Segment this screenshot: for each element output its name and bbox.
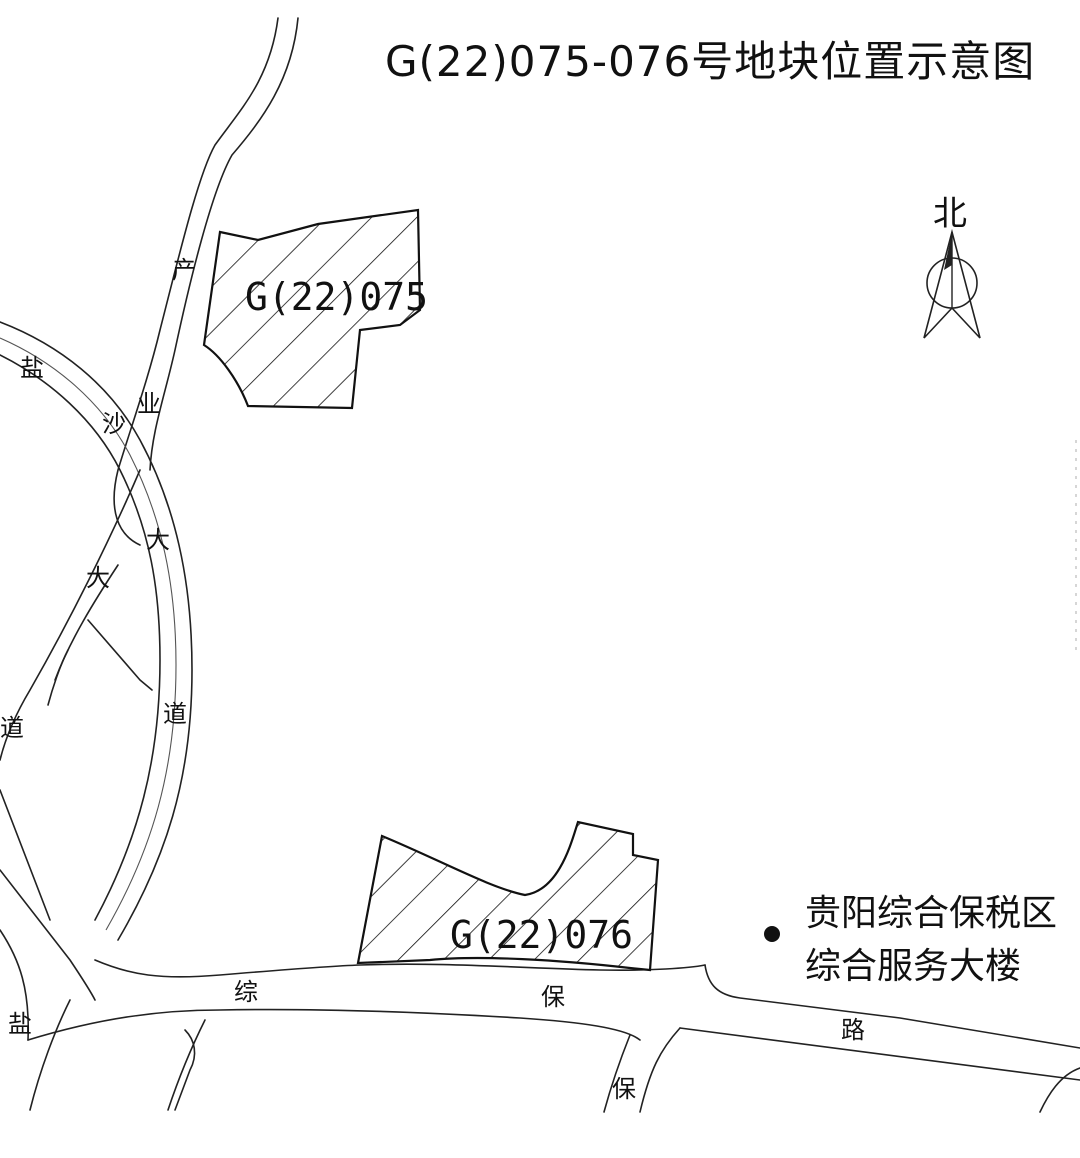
zongbao-road-south-edge (27, 1008, 641, 1041)
road-label-dao-right: 道 (163, 700, 187, 728)
chanye-avenue-west-edge (113, 17, 279, 546)
road-label-da-lower: 大 (86, 564, 110, 592)
road-label-bao-low: 保 (612, 1075, 636, 1103)
road-label-da-upper: 大 (146, 526, 170, 554)
west-block-edge-2 (87, 619, 153, 691)
south-block-west-2 (0, 929, 30, 1041)
yansha-avenue-median (0, 337, 177, 931)
south-street-a (167, 1019, 206, 1111)
road-label-bao-mid: 保 (541, 983, 565, 1011)
south-street-c (603, 1034, 631, 1113)
yansha-avenue-inner-edge (0, 354, 161, 921)
north-arrow-icon: 北 (923, 194, 981, 339)
landmark-marker: 贵阳综合保税区 综合服务大楼 (764, 893, 1057, 987)
yansha-avenue-outer-edge (0, 321, 193, 941)
west-block-edge-3 (0, 789, 51, 921)
road-label-dao-left: 道 (0, 714, 24, 742)
road-label-zong: 综 (234, 978, 258, 1006)
road-label-yan-bottom: 盐 (8, 1010, 32, 1038)
road-label-yan-top: 盐 (20, 354, 44, 382)
landmark-dot-icon (764, 926, 780, 942)
parcel-g22-076 (356, 820, 660, 972)
road-label-lu: 路 (841, 1016, 865, 1044)
zongbao-road-south-edge-east (679, 1027, 1080, 1081)
parcel-g22-075 (202, 208, 422, 410)
south-block-east (1039, 1067, 1080, 1113)
road-name-labels: 产 业 盐 沙 大 大 道 道 综 保 路 保 盐 (0, 256, 865, 1103)
landmark-name-line1: 贵阳综合保税区 (805, 893, 1057, 934)
west-block-edge-4 (0, 869, 96, 1001)
west-diagonal-road-a (0, 469, 141, 761)
road-label-ye: 业 (137, 390, 161, 418)
road-label-sha: 沙 (102, 410, 126, 438)
south-block-west (29, 999, 71, 1111)
road-label-chan: 产 (172, 256, 196, 284)
parcels (202, 208, 660, 972)
south-street-b (174, 1029, 196, 1111)
west-block-edge-1 (47, 649, 69, 706)
south-street-d (639, 1027, 681, 1113)
parcel-label-076: G(22)076 (450, 913, 633, 957)
zongbao-road-north-edge (94, 959, 706, 978)
map-title: G(22)075-076号地块位置示意图 (385, 37, 1035, 86)
north-label: 北 (933, 194, 967, 234)
chanye-avenue-east-edge (149, 17, 299, 471)
road-network (0, 17, 1080, 1113)
landmark-name-line2: 综合服务大楼 (805, 946, 1021, 987)
parcel-label-075: G(22)075 (245, 275, 428, 319)
zongbao-road-north-edge-east (704, 964, 1080, 1049)
